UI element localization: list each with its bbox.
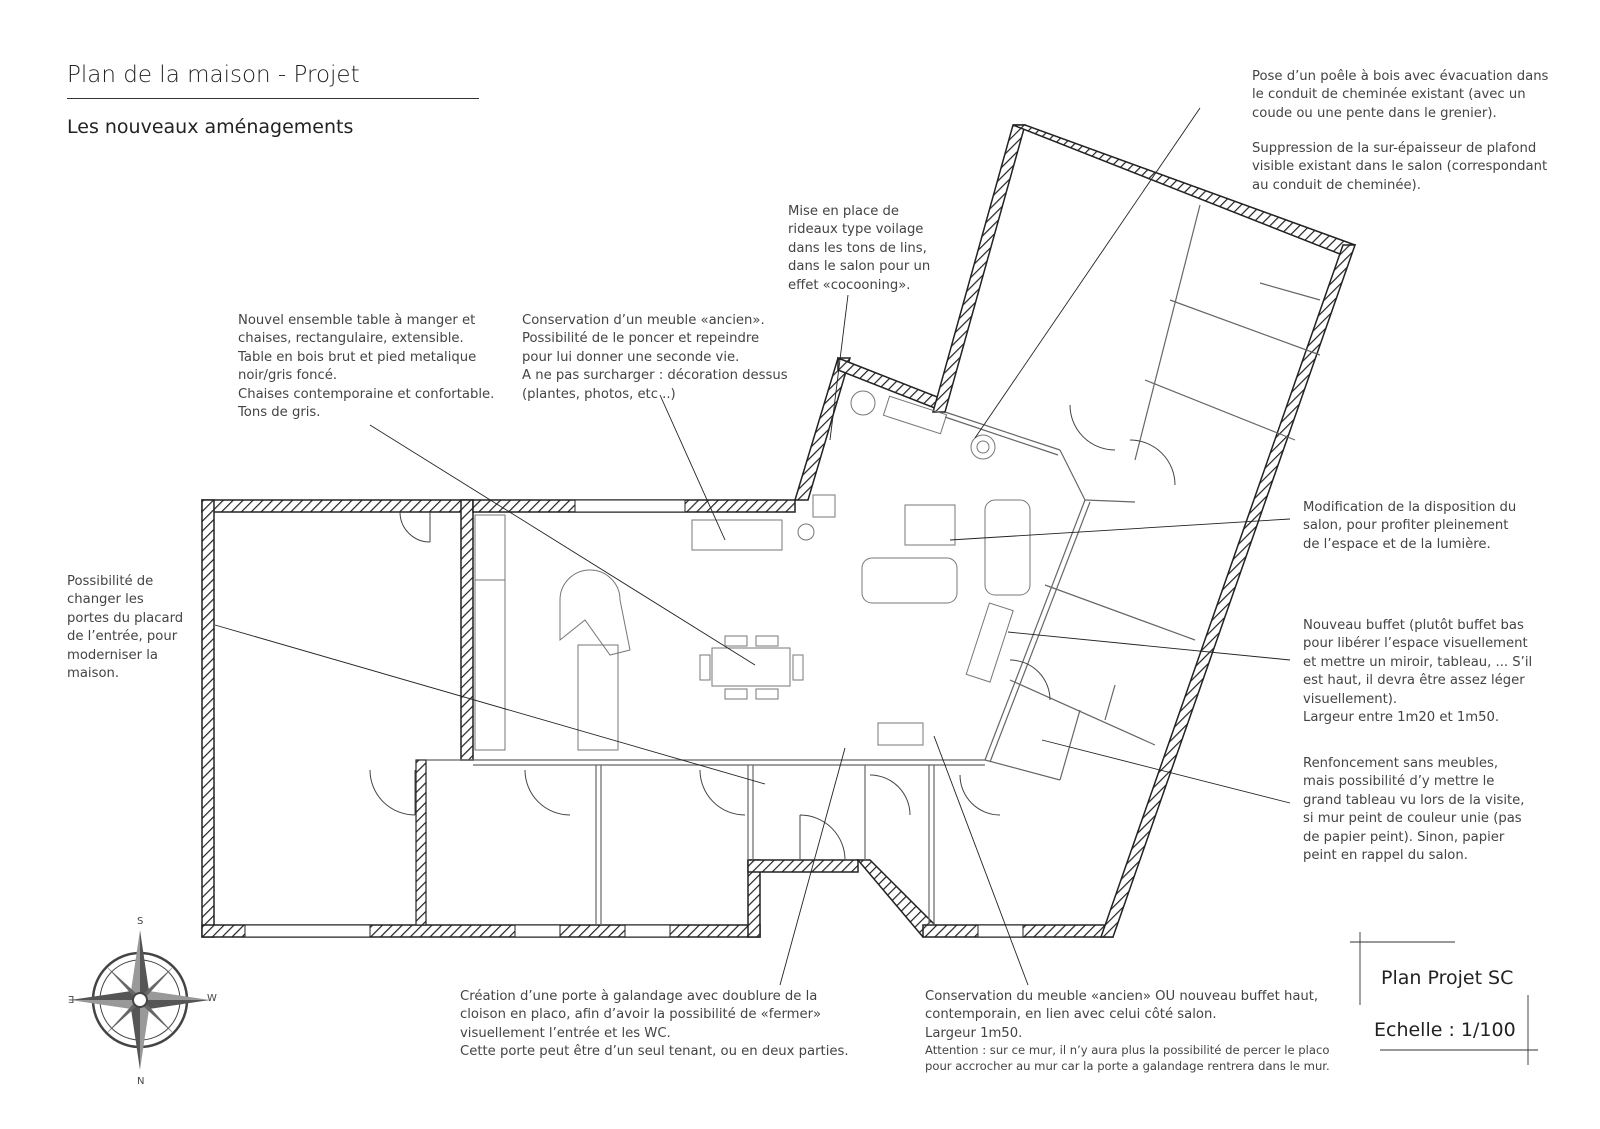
exterior-walls [201,124,1357,939]
windows [244,499,1024,938]
page-subtitle: Les nouveaux aménagements [67,116,354,138]
compass-rose-icon [70,930,210,1070]
salon-furniture [691,390,1031,746]
note-rideaux: Mise en place de rideaux type voilage da… [788,204,931,293]
note-attention: Attention : sur ce mur, il n’y aura plus… [925,1043,1330,1073]
note-renfoncement: Renfoncement sans meubles, mais possibil… [1303,756,1525,864]
note-disposition: Modification de la disposition du salon,… [1303,500,1517,552]
note-plafond: Suppression de la sur-épaisseur de plafo… [1252,141,1548,193]
plan-scale: Echelle : 1/100 [1374,1019,1516,1041]
compass-label-top: S [137,916,144,927]
note-placard: Possibilité de changer les portes du pla… [67,574,184,682]
note-meuble-ancien: Conservation d’un meuble «ancien». Possi… [522,313,788,402]
note-buffet: Nouveau buffet (plutôt buffet bas pour l… [1303,618,1533,726]
leader-lines [214,107,1291,986]
dining-table [699,635,804,700]
compass-label-left: E [68,993,75,1004]
compass-label-right: W [207,993,217,1004]
door-swings [369,404,1176,861]
note-poele: Pose d’un poêle à bois avec évacuation d… [1252,69,1549,121]
interior-walls [415,204,1321,926]
page-title: Plan de la maison - Projet [67,62,360,88]
note-buffet-haut: Conservation du meuble «ancien» OU nouve… [925,989,1319,1041]
cartouche-frame [1350,932,1538,1065]
compass-label-bottom: N [137,1076,145,1087]
kitchen-furniture [474,514,631,751]
title-divider [67,98,479,99]
note-galandage: Création d’une porte à galandage avec do… [460,989,849,1060]
note-table: Nouvel ensemble table à manger et chaise… [238,313,495,421]
plan-name: Plan Projet SC [1381,967,1514,989]
